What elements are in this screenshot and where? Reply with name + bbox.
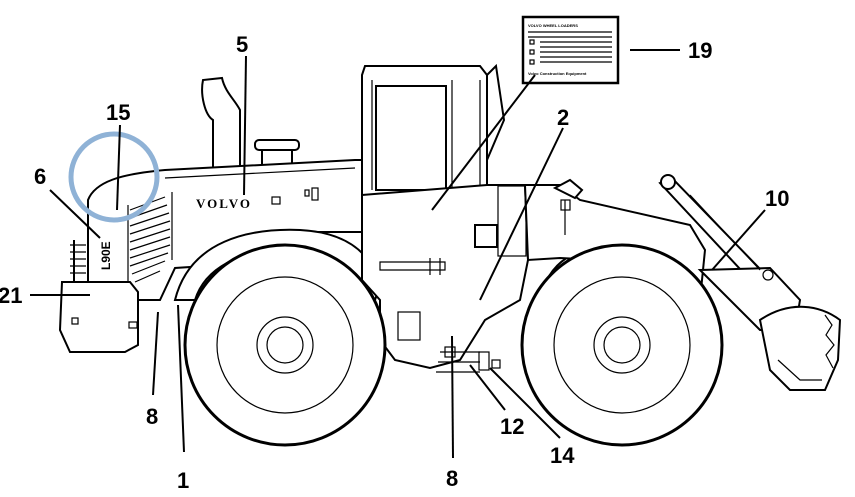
highlight-circle — [68, 131, 160, 223]
callout-6: 6 — [34, 164, 46, 189]
brand-logo: VOLVO — [196, 196, 252, 211]
callout-8-right: 8 — [446, 466, 458, 491]
counterweight — [58, 281, 139, 353]
callout-14: 14 — [550, 443, 575, 468]
callout-10: 10 — [765, 186, 789, 211]
callout-1: 1 — [177, 468, 189, 493]
svg-text:VOLVO WHEEL LOADERS: VOLVO WHEEL LOADERS — [528, 23, 578, 28]
callout-19: 19 — [688, 38, 712, 63]
callout-8-left: 8 — [146, 404, 158, 429]
safety-decal: VOLVO WHEEL LOADERS Volvo Construction E… — [521, 15, 620, 85]
rear-tire — [183, 243, 387, 447]
engine-hood — [87, 159, 363, 301]
rear-grille — [70, 240, 86, 282]
front-tire — [520, 243, 724, 447]
bucket — [758, 305, 842, 391]
exhaust-stack — [201, 76, 241, 171]
callout-2: 2 — [557, 105, 569, 130]
callout-12: 12 — [500, 414, 524, 439]
model-badge: L90E — [99, 241, 113, 270]
callout-5: 5 — [236, 32, 248, 57]
callout-21: 21 — [0, 283, 22, 308]
leader-lines — [30, 49, 766, 459]
callout-15: 15 — [106, 100, 130, 125]
svg-text:Volvo Construction Equipment: Volvo Construction Equipment — [528, 71, 587, 76]
center-frame — [361, 184, 530, 370]
